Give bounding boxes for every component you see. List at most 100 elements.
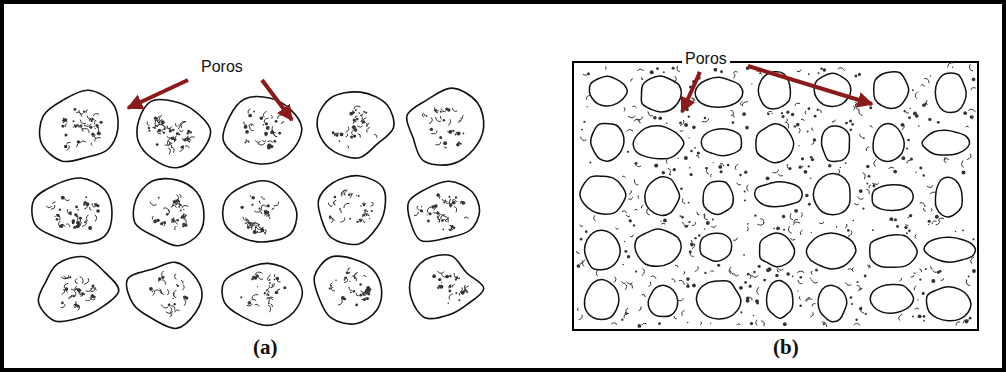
speckle bbox=[359, 283, 362, 286]
speckle bbox=[247, 304, 252, 306]
speckle bbox=[922, 292, 925, 295]
speckle bbox=[83, 111, 85, 113]
speckle bbox=[255, 304, 259, 306]
speckle bbox=[263, 111, 266, 117]
speckle bbox=[952, 67, 953, 68]
speckle bbox=[84, 221, 86, 223]
speckle bbox=[735, 164, 738, 170]
speckle bbox=[178, 133, 180, 135]
speckle bbox=[173, 303, 175, 305]
speckle bbox=[624, 107, 625, 111]
soil-aggregate bbox=[222, 263, 302, 325]
speckle bbox=[266, 290, 270, 292]
speckle bbox=[248, 114, 252, 118]
speckle bbox=[791, 113, 794, 116]
speckle bbox=[634, 209, 637, 210]
speckle bbox=[678, 298, 683, 300]
speckle bbox=[179, 130, 183, 131]
speckle bbox=[805, 194, 809, 198]
speckle bbox=[689, 167, 691, 169]
speckle bbox=[456, 143, 460, 147]
speckle bbox=[64, 134, 67, 137]
speckle bbox=[344, 298, 347, 301]
speckle bbox=[160, 222, 163, 225]
speckle bbox=[928, 220, 931, 223]
speckle bbox=[153, 219, 157, 223]
speckle bbox=[919, 278, 921, 280]
speckle bbox=[837, 169, 840, 175]
speckle bbox=[362, 118, 366, 124]
speckle bbox=[447, 108, 450, 111]
speckle bbox=[668, 168, 671, 175]
speckle bbox=[663, 71, 665, 73]
speckle bbox=[93, 126, 94, 127]
speckle bbox=[899, 314, 903, 320]
speckle bbox=[92, 136, 96, 139]
speckle bbox=[626, 282, 632, 284]
speckle bbox=[338, 300, 342, 305]
speckle bbox=[260, 116, 263, 119]
speckle bbox=[967, 154, 971, 160]
soil-aggregate bbox=[126, 262, 202, 328]
speckle bbox=[448, 303, 449, 304]
speckle bbox=[86, 215, 88, 221]
speckle bbox=[154, 117, 157, 120]
speckle bbox=[695, 266, 699, 271]
panel-letter: (a) bbox=[250, 336, 281, 359]
speckle bbox=[431, 205, 435, 209]
speckle bbox=[856, 281, 858, 283]
speckle bbox=[329, 287, 331, 289]
soil-aggregate bbox=[133, 179, 204, 246]
speckle bbox=[98, 127, 100, 129]
speckle bbox=[972, 116, 973, 120]
speckle bbox=[182, 218, 186, 224]
soil-aggregate bbox=[223, 181, 297, 242]
speckle bbox=[756, 320, 758, 325]
speckle bbox=[182, 226, 184, 228]
speckle bbox=[681, 216, 684, 219]
speckle bbox=[971, 88, 976, 90]
speckle bbox=[270, 283, 274, 288]
speckle bbox=[442, 228, 444, 230]
speckle bbox=[915, 308, 919, 309]
speckle bbox=[63, 119, 66, 122]
speckle bbox=[262, 196, 266, 199]
speckle bbox=[150, 202, 157, 206]
speckle bbox=[163, 131, 165, 133]
speckle bbox=[248, 301, 251, 304]
speckle bbox=[97, 205, 100, 208]
speckle bbox=[339, 209, 341, 213]
speckle bbox=[278, 115, 282, 119]
speckle bbox=[819, 222, 824, 224]
speckle bbox=[744, 190, 746, 192]
speckle bbox=[438, 221, 440, 223]
pore-oval bbox=[703, 181, 733, 214]
speckle bbox=[968, 276, 970, 278]
speckle bbox=[733, 238, 737, 241]
speckle bbox=[799, 165, 802, 168]
speckle bbox=[56, 214, 60, 220]
speckle bbox=[670, 174, 672, 176]
speckle bbox=[915, 172, 916, 173]
speckle bbox=[250, 195, 252, 197]
speckle bbox=[247, 140, 249, 142]
speckle bbox=[790, 214, 793, 220]
speckle bbox=[647, 209, 650, 215]
speckle bbox=[689, 173, 692, 176]
speckle bbox=[632, 106, 636, 108]
speckle bbox=[697, 151, 700, 154]
speckle bbox=[365, 112, 367, 114]
speckle bbox=[344, 191, 346, 196]
speckle bbox=[183, 209, 184, 210]
speckle bbox=[265, 122, 268, 125]
speckle bbox=[963, 111, 967, 115]
speckle bbox=[363, 214, 369, 217]
speckle bbox=[692, 244, 695, 249]
speckle bbox=[80, 120, 86, 124]
speckle bbox=[349, 280, 350, 281]
speckle bbox=[904, 110, 909, 113]
speckle bbox=[79, 217, 82, 220]
speckle bbox=[611, 323, 617, 325]
pore-oval bbox=[818, 285, 847, 321]
